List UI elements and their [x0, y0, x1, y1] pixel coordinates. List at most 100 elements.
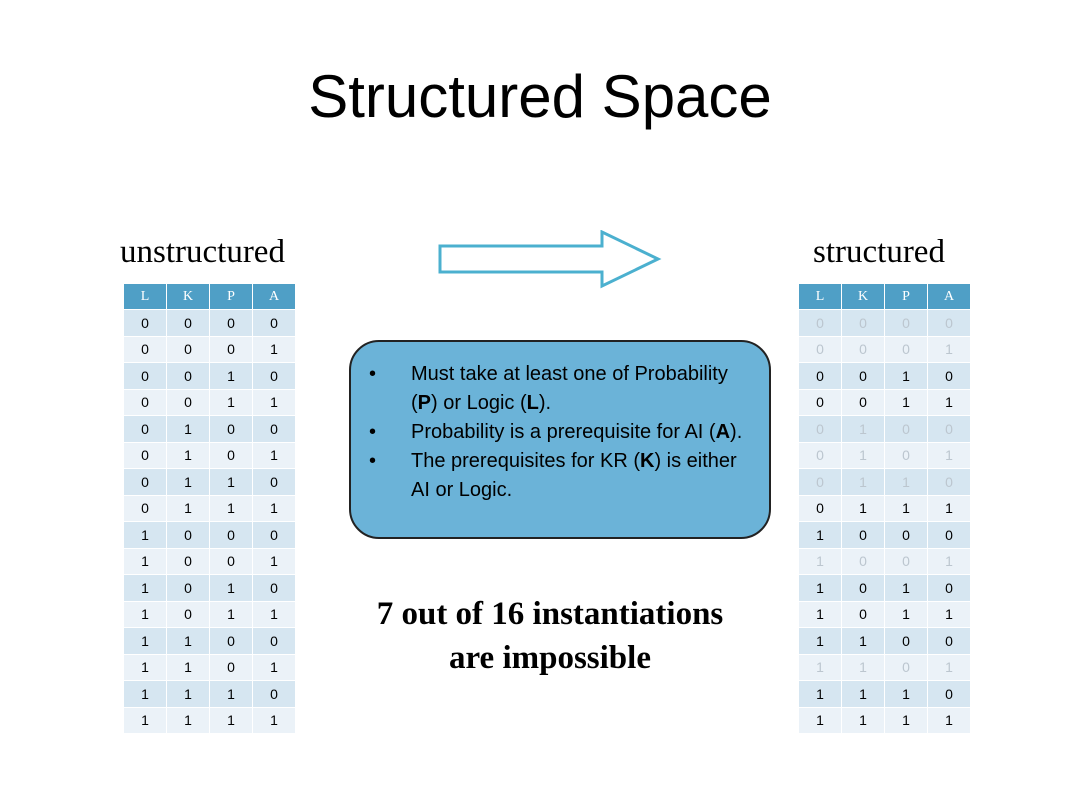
column-header-a: A — [927, 283, 971, 310]
column-header-a: A — [252, 283, 296, 310]
table-cell: 1 — [841, 653, 885, 681]
table-cell: 1 — [884, 574, 928, 602]
table-cell: 1 — [841, 468, 885, 496]
table-cell: 1 — [123, 653, 167, 681]
constraint-variable: P — [417, 392, 432, 414]
table-cell: 1 — [166, 627, 210, 655]
table-cell: 0 — [927, 521, 971, 549]
structured-heading: structured — [813, 234, 945, 270]
table-cell: 1 — [927, 653, 971, 681]
column-header-p: P — [209, 283, 253, 310]
constraint-text: ) is either AI or Logic. — [411, 450, 737, 501]
table-cell: 1 — [798, 706, 842, 734]
table-cell: 1 — [884, 494, 928, 522]
table-cell: 1 — [841, 415, 885, 443]
table-cell: 1 — [798, 521, 842, 549]
conclusion-line-2: are impossible — [449, 640, 651, 676]
table-cell: 0 — [166, 362, 210, 390]
table-cell: 0 — [841, 600, 885, 628]
table-cell: 0 — [927, 415, 971, 443]
table-cell: 1 — [123, 680, 167, 708]
table-cell: 1 — [123, 627, 167, 655]
table-cell: 1 — [798, 627, 842, 655]
table-cell: 0 — [841, 362, 885, 390]
table-cell: 0 — [841, 547, 885, 575]
table-cell: 1 — [927, 441, 971, 469]
table-cell: 0 — [166, 574, 210, 602]
constraint-item: •The prerequisites for KR (K) is either … — [369, 447, 751, 505]
table-cell: 0 — [884, 335, 928, 363]
table-cell: 1 — [166, 653, 210, 681]
table-cell: 0 — [798, 494, 842, 522]
table-cell: 1 — [252, 494, 296, 522]
table-cell: 1 — [884, 362, 928, 390]
table-cell: 0 — [252, 521, 296, 549]
table-cell: 0 — [252, 362, 296, 390]
table-cell: 0 — [841, 574, 885, 602]
table-cell: 0 — [798, 388, 842, 416]
table-cell: 0 — [123, 468, 167, 496]
conclusion-text: 7 out of 16 instantiations are impossibl… — [340, 592, 760, 680]
table-cell: 1 — [927, 494, 971, 522]
constraints-box: •Must take at least one of Probability (… — [349, 340, 771, 539]
unstructured-heading: unstructured — [120, 234, 285, 270]
slide-title: Structured Space — [308, 63, 772, 130]
table-cell: 1 — [123, 521, 167, 549]
conclusion-line-1: 7 out of 16 instantiations — [376, 596, 724, 632]
table-cell: 1 — [166, 415, 210, 443]
table-cell: 1 — [884, 680, 928, 708]
table-cell: 1 — [123, 600, 167, 628]
bullet-icon: • — [369, 363, 377, 385]
table-cell: 1 — [209, 388, 253, 416]
table-cell: 0 — [209, 547, 253, 575]
constraint-variable: A — [715, 421, 731, 443]
table-cell: 1 — [252, 600, 296, 628]
table-cell: 0 — [798, 362, 842, 390]
table-cell: 0 — [252, 415, 296, 443]
table-cell: 1 — [123, 574, 167, 602]
table-cell: 1 — [209, 574, 253, 602]
constraint-text: The prerequisites for KR ( — [411, 450, 640, 472]
table-cell: 1 — [209, 600, 253, 628]
table-cell: 0 — [252, 309, 296, 337]
table-cell: 0 — [841, 388, 885, 416]
table-cell: 1 — [841, 706, 885, 734]
table-cell: 1 — [252, 388, 296, 416]
table-cell: 0 — [841, 521, 885, 549]
bullet-icon: • — [369, 450, 377, 472]
table-cell: 1 — [209, 362, 253, 390]
table-cell: 0 — [927, 574, 971, 602]
table-cell: 0 — [252, 468, 296, 496]
table-cell: 0 — [252, 627, 296, 655]
table-cell: 0 — [798, 309, 842, 337]
table-cell: 1 — [166, 441, 210, 469]
table-cell: 1 — [166, 680, 210, 708]
table-cell: 1 — [927, 600, 971, 628]
table-cell: 1 — [798, 680, 842, 708]
table-cell: 0 — [166, 600, 210, 628]
table-cell: 0 — [798, 335, 842, 363]
table-cell: 0 — [884, 521, 928, 549]
table-cell: 0 — [252, 680, 296, 708]
table-cell: 0 — [884, 415, 928, 443]
table-cell: 0 — [841, 309, 885, 337]
